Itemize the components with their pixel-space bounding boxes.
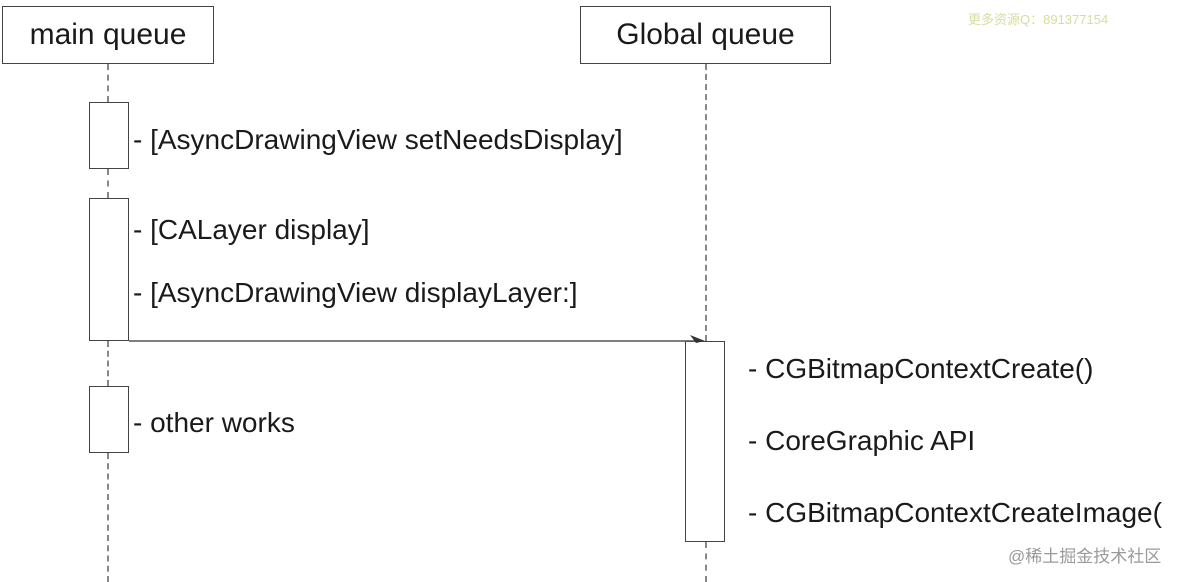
main-queue-lifeline-header: main queue [2,6,214,64]
watermark-bottom: @稀土掘金技术社区 [1008,547,1162,566]
main-queue-lifeline-segment [107,341,109,386]
global-activation-drawing [685,341,725,542]
main-activation-set-needs-display [89,102,129,169]
message-other-works: - other works [133,407,295,438]
message-bitmap-context-create-image: - CGBitmapContextCreateImage( [748,497,1162,528]
main-queue-lifeline-segment [107,453,109,582]
main-activation-other-works [89,386,129,453]
global-queue-lifeline-segment [705,64,707,341]
message-bitmap-context-create: - CGBitmapContextCreate() [748,353,1094,384]
message-calayer-display: - [CALayer display] [133,214,370,245]
main-queue-lifeline-segment [107,64,109,102]
main-queue-label: main queue [29,18,187,51]
global-queue-label: Global queue [616,18,795,51]
message-display-layer: - [AsyncDrawingView displayLayer:] [133,277,578,308]
main-activation-display [89,198,129,341]
watermark-top: 更多资源Q：891377154 [968,12,1109,27]
message-coregraphic-api: - CoreGraphic API [748,425,976,456]
message-set-needs-display: - [AsyncDrawingView setNeedsDisplay] [133,124,623,155]
global-queue-lifeline-segment [705,542,707,582]
main-queue-lifeline-segment [107,169,109,198]
global-queue-lifeline-header: Global queue [580,6,831,64]
